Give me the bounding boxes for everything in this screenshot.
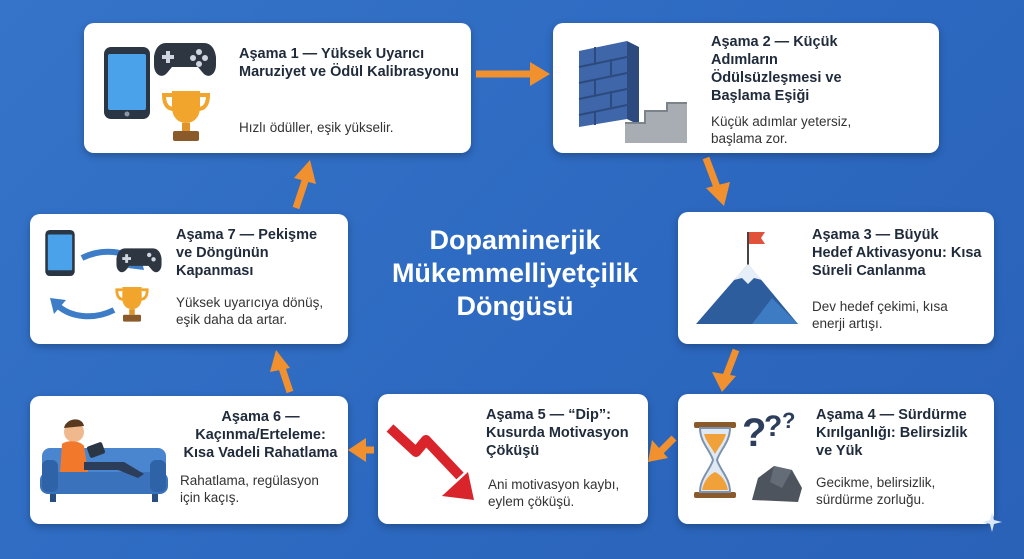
stage-1-title: Aşama 1 — Yüksek Uyarıcı Maruziyet ve Öd… bbox=[239, 46, 459, 80]
arrow-4-to-5 bbox=[648, 435, 677, 462]
arrow-2-to-3 bbox=[702, 156, 730, 206]
hourglass-icon bbox=[694, 422, 736, 498]
trophy-icon bbox=[115, 287, 149, 322]
arrow-7-to-1 bbox=[292, 160, 316, 210]
stage-5-card: Aşama 5 — “Dip”: Kusurda Motivasyon Çökü… bbox=[378, 394, 648, 524]
steps-icon bbox=[625, 102, 687, 143]
stage-6-description: Rahatlama, regülasyon için kaçış. bbox=[180, 473, 319, 505]
stage-3-card: Aşama 3 — Büyük Hedef Aktivasyonu: Kısa … bbox=[678, 212, 994, 344]
gamepad-icon bbox=[116, 248, 162, 273]
arrow-3-to-4 bbox=[712, 348, 740, 392]
mountain-flag-icon bbox=[696, 232, 798, 324]
falling-arrow-icon bbox=[386, 424, 474, 500]
svg-text:?: ? bbox=[782, 408, 795, 433]
trophy-icon bbox=[161, 91, 211, 141]
stage-5-title: Aşama 5 — “Dip”: Kusurda Motivasyon Çökü… bbox=[486, 407, 629, 459]
question-marks-icon: ? ? ? bbox=[742, 408, 795, 454]
smartphone-icon bbox=[104, 47, 150, 119]
stage-5-description: Ani motivasyon kaybı, eylem çöküşü. bbox=[488, 477, 620, 509]
arrow-5-to-6 bbox=[348, 438, 374, 462]
stage-4-description: Gecikme, belirsizlik, sürdürme zorluğu. bbox=[816, 475, 936, 507]
stage-1-card: Aşama 1 — Yüksek Uyarıcı Maruziyet ve Öd… bbox=[84, 23, 471, 153]
stage-7-description: Yüksek uyarıcıya dönüş, eşik daha da art… bbox=[176, 295, 324, 327]
diagram-title: Dopaminerjik Mükemmelliyetçilik Döngüsü bbox=[391, 225, 639, 321]
gamepad-icon bbox=[154, 43, 216, 76]
svg-text:?: ? bbox=[742, 411, 766, 454]
stage-6-card: Aşama 6 — Kaçınma/Erteleme: Kısa Vadeli … bbox=[30, 396, 348, 524]
sparkle-icon bbox=[982, 512, 1002, 532]
stage-4-title: Aşama 4 — Sürdürme Kırılganlığı: Belirsi… bbox=[816, 407, 968, 459]
smartphone-icon bbox=[45, 229, 75, 277]
stage-1-description: Hızlı ödüller, eşik yükselir. bbox=[239, 120, 394, 135]
stage-6-title: Aşama 6 — Kaçınma/Erteleme: Kısa Vadeli … bbox=[183, 409, 338, 461]
arrow-6-to-7 bbox=[270, 350, 294, 394]
rock-icon bbox=[752, 466, 802, 502]
stage-7-title: Aşama 7 — Pekişme ve Döngünün Kapanması bbox=[176, 227, 318, 279]
stage-2-title: Aşama 2 — Küçük Adımların Ödülsüzleşmesi… bbox=[711, 34, 842, 104]
arrow-1-to-2 bbox=[476, 62, 550, 86]
stage-4-card: ? ? ? Aşama 4 — Sürdürme Kırılganlığı: B… bbox=[678, 394, 994, 524]
brick-wall-icon bbox=[578, 41, 639, 127]
stage-2-card: Aşama 2 — Küçük Adımların Ödülsüzleşmesi… bbox=[553, 23, 939, 153]
stage-7-card: Aşama 7 — Pekişme ve Döngünün Kapanması … bbox=[30, 214, 348, 344]
stage-3-title: Aşama 3 — Büyük Hedef Aktivasyonu: Kısa … bbox=[812, 227, 982, 279]
svg-text:?: ? bbox=[764, 410, 782, 443]
person-on-sofa-icon bbox=[40, 419, 168, 502]
stage-3-description: Dev hedef çekimi, kısa enerji artışı. bbox=[812, 299, 948, 331]
stage-2-description: Küçük adımlar yetersiz, başlama zor. bbox=[711, 114, 852, 146]
